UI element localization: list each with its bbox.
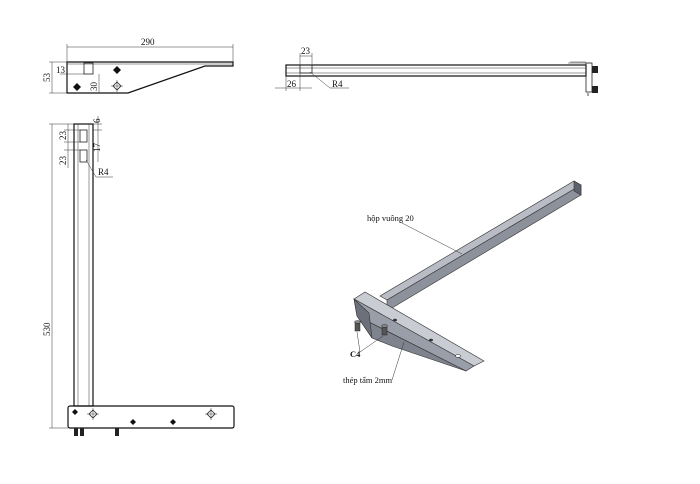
side-view-bolt-2 [592, 86, 598, 93]
front-view-base-plate [67, 405, 235, 429]
iso-tube-side [386, 184, 582, 312]
front-view-dim-slot-bottom: 23 [58, 156, 68, 166]
iso-plate-hole-2 [429, 338, 433, 342]
iso-label-plate: thép tấm 2mm [343, 375, 392, 385]
side-view-slot [299, 64, 313, 74]
top-view-hole-2 [73, 83, 81, 91]
top-view-dim-height: 53 [42, 73, 52, 83]
iso-view: hộp vuông 20 C4 thép tấm 2mm [343, 180, 582, 385]
front-view-bolt-2 [80, 428, 84, 436]
top-view-hole-3 [111, 80, 123, 92]
front-view-bolt-3 [115, 428, 119, 436]
side-view-bolt-1 [592, 66, 598, 73]
front-view-dim-height: 530 [42, 322, 52, 336]
iso-label-tube: hộp vuông 20 [367, 213, 414, 223]
iso-bracket-end [353, 298, 373, 339]
front-view-base-hole-2 [205, 408, 217, 420]
top-view-dim-width: 290 [141, 37, 155, 47]
top-view-dim-hole-height: 30 [89, 82, 99, 92]
iso-label-weld: C4 [350, 349, 361, 359]
front-view-dim-slot-top: 23 [58, 131, 68, 141]
front-view-tube [73, 123, 94, 407]
side-view: 23 26 R4 [275, 46, 598, 96]
top-view: 290 53 13 30 [42, 37, 234, 94]
side-view-tube [285, 64, 587, 77]
top-view-hole-1 [113, 66, 121, 74]
front-view-base-hole-1 [87, 408, 99, 420]
front-view-base-hole-4 [130, 419, 136, 425]
iso-plate-hole-1 [393, 318, 397, 322]
front-view-bolt-1 [74, 428, 78, 436]
front-view-dim-right-top: 6 [92, 118, 102, 123]
side-view-dim-slot: 23 [301, 46, 311, 56]
side-view-dim-radius: R4 [332, 79, 343, 89]
iso-plate-hole-3 [455, 354, 461, 358]
iso-tube-top [379, 180, 582, 301]
front-view-dim-radius: R4 [98, 167, 109, 177]
side-view-end-plate [585, 62, 593, 93]
front-view-base-hole-5 [170, 419, 176, 425]
iso-bolt-2 [381, 324, 388, 336]
front-view-slot-top [79, 129, 88, 143]
side-view-dim-offset: 26 [287, 79, 297, 89]
front-view-slot-bottom [79, 149, 88, 163]
front-view-dim-right-bottom: 17 [92, 143, 102, 153]
iso-bolt-1 [354, 320, 361, 332]
front-view: 530 23 23 6 17 R4 [42, 116, 235, 436]
top-view-slot [83, 62, 94, 75]
top-view-dim-offset: 13 [56, 65, 66, 75]
iso-tube-end [573, 180, 582, 196]
front-view-base-hole-3 [72, 409, 78, 415]
